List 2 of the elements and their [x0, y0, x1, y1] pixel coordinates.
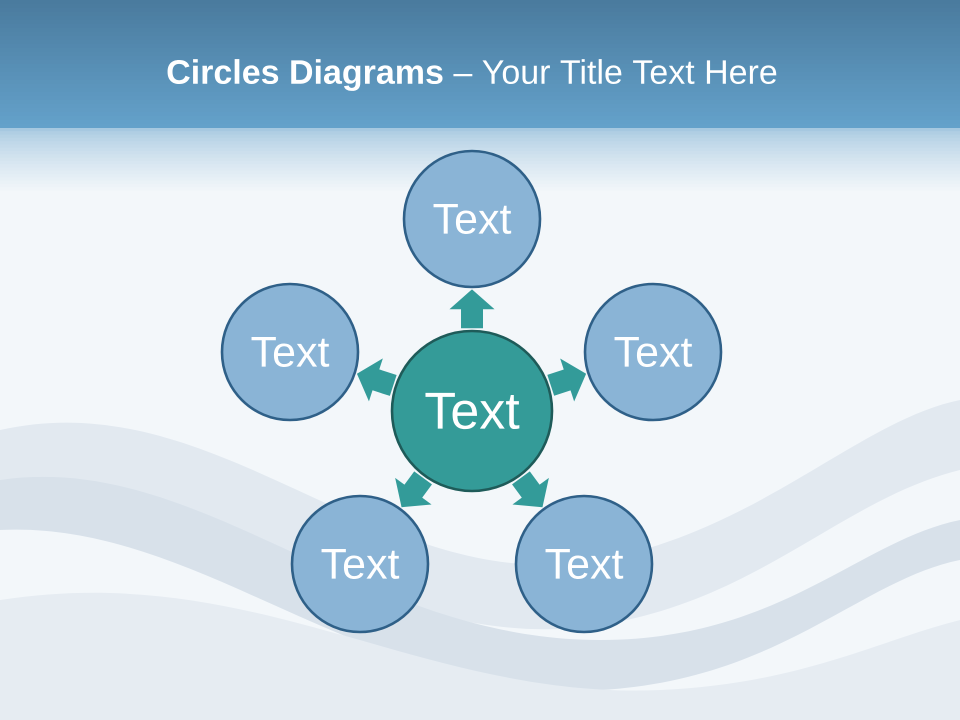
slide-title: Circles Diagrams – Your Title Text Here	[168, 59, 776, 91]
block-arrow	[512, 471, 549, 508]
